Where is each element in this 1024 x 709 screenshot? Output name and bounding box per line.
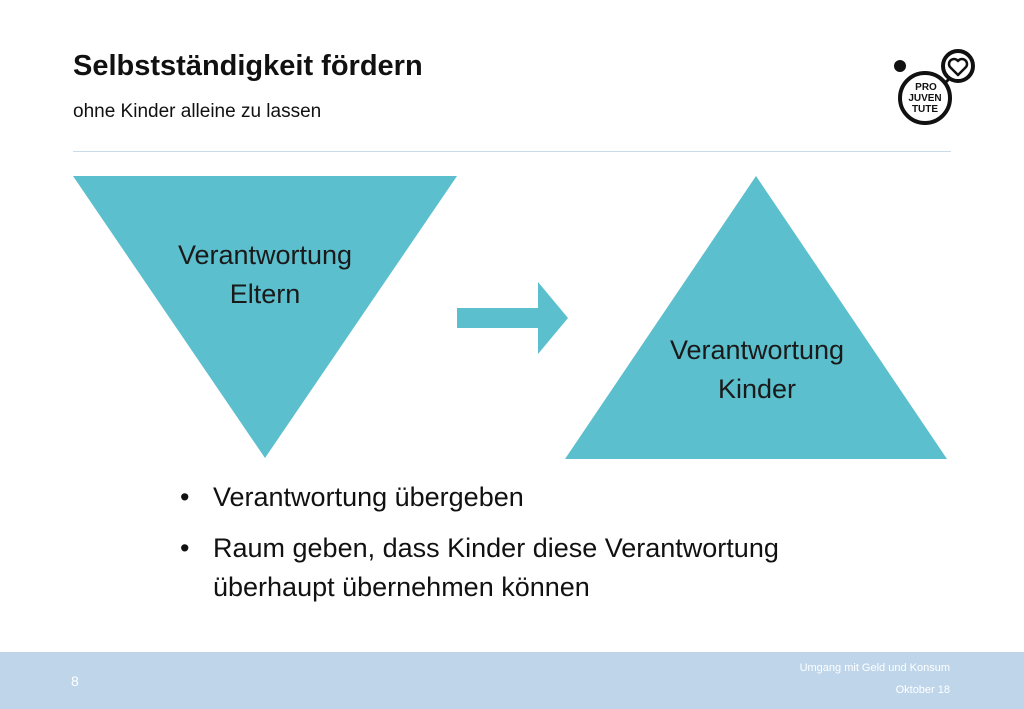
- triangle-parents: [73, 176, 457, 458]
- logo-heart-circle: [941, 49, 975, 83]
- logo-dot: [894, 60, 906, 72]
- triangle-children-label: Verantwortung Kinder: [627, 331, 887, 409]
- footer-date: Oktober 18: [895, 684, 950, 696]
- bullet-list: Verantwortung übergeben Raum geben, dass…: [180, 478, 900, 619]
- bullet-text: Raum geben, dass Kinder diese Verantwort…: [213, 533, 779, 563]
- heart-icon: [947, 57, 969, 77]
- slide-subtitle: ohne Kinder alleine zu lassen: [73, 101, 322, 122]
- pro-juventute-logo: PRO JUVEN TUTE: [894, 49, 975, 125]
- logo-text-line3: TUTE: [912, 104, 938, 115]
- arrow-right-icon: [457, 282, 568, 354]
- triangle-children-label-line1: Verantwortung: [669, 335, 845, 365]
- slide-title: Selbstständigkeit fördern: [73, 50, 423, 82]
- footer-topic: Umgang mit Geld und Konsum: [799, 662, 950, 674]
- header-divider: [73, 151, 951, 152]
- bullet-text-continued: überhaupt übernehmen können: [213, 572, 590, 602]
- triangle-children-label-line2: Kinder: [717, 374, 797, 404]
- bullet-item: Verantwortung übergeben: [180, 478, 900, 517]
- page-number: 8: [71, 673, 79, 689]
- logo-text-line2: JUVEN: [908, 93, 941, 104]
- logo-main-circle: [898, 71, 952, 125]
- footer-bar: 8 Umgang mit Geld und Konsum Oktober 18: [0, 652, 1024, 709]
- triangle-parents-label-line2: Eltern: [229, 279, 301, 309]
- triangle-parents-label: Verantwortung Eltern: [135, 236, 395, 314]
- bullet-item: Raum geben, dass Kinder diese Verantwort…: [180, 529, 900, 607]
- triangle-parents-label-line1: Verantwortung: [177, 240, 353, 270]
- triangle-children: [565, 176, 947, 459]
- bullet-text: Verantwortung übergeben: [213, 482, 524, 512]
- logo-text-line1: PRO: [915, 82, 937, 93]
